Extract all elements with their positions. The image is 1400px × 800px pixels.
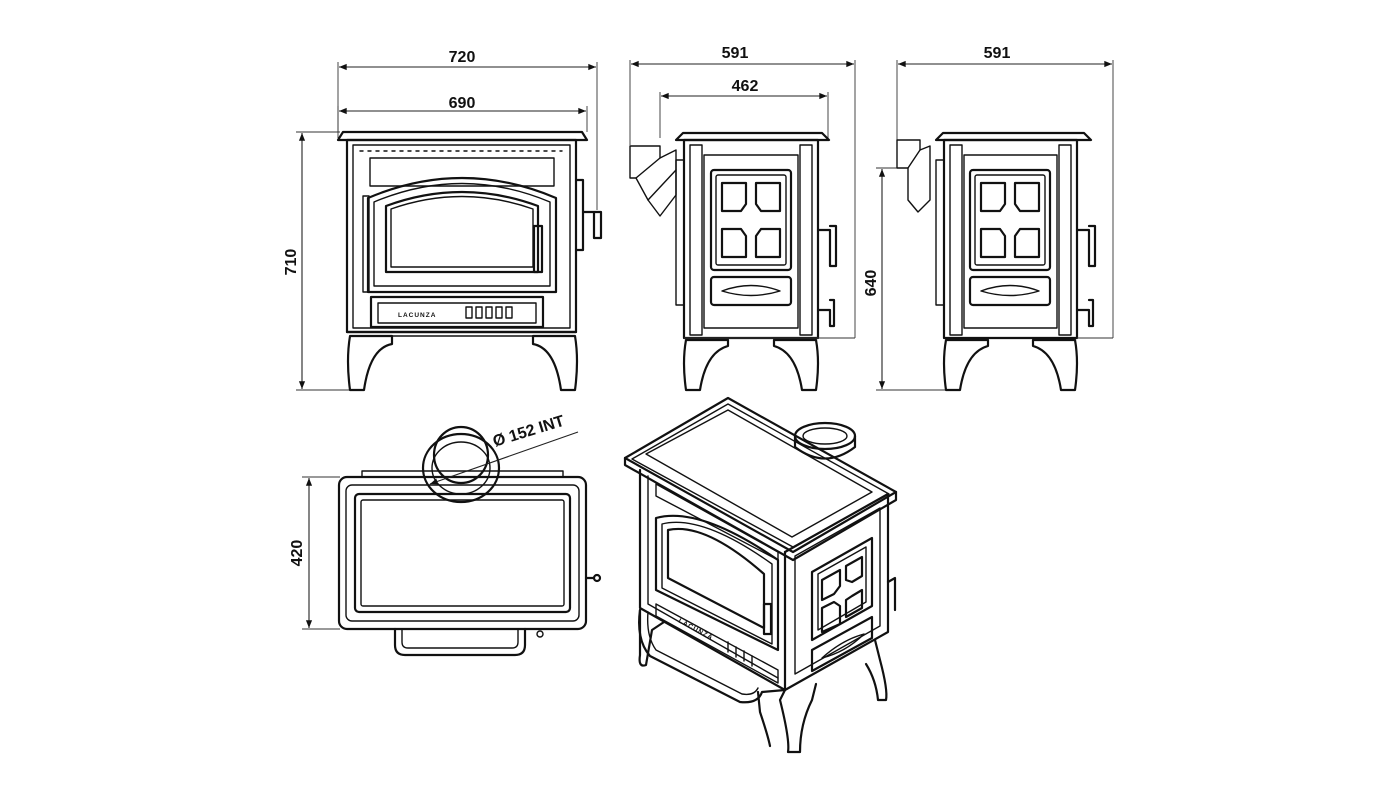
dim-label-591-side: 591 (722, 45, 749, 62)
diameter-leader (429, 431, 579, 485)
flue-pipe-rear (896, 139, 931, 213)
side-handle-upper (816, 224, 838, 268)
rear-window-cross (979, 181, 1041, 259)
front-left-leg (346, 334, 394, 392)
dim-label-flue-diameter: Ø 152 INT (491, 413, 567, 451)
dim-label-462: 462 (732, 78, 759, 95)
dim-label-720: 720 (449, 49, 476, 66)
isometric-view: LACUNZA (623, 396, 898, 754)
door-handle (532, 224, 544, 274)
side-handle-lower (816, 298, 836, 328)
dim-label-640: 640 (863, 270, 880, 297)
dim-label-710: 710 (283, 249, 300, 276)
brand-label: LACUNZA (398, 312, 436, 319)
front-view: LACUNZA (296, 62, 603, 392)
side-lever (581, 210, 603, 240)
dim-label-690: 690 (449, 95, 476, 112)
side-view (629, 60, 856, 392)
rear-view (876, 60, 1114, 392)
flue-pipe-side (629, 145, 677, 217)
flue-collar-top (421, 425, 501, 504)
front-rail (393, 627, 527, 657)
air-vent-slots (465, 306, 513, 319)
iso-window-cross (820, 555, 864, 634)
front-right-leg (531, 334, 579, 392)
dim-label-591-rear: 591 (984, 45, 1011, 62)
side-window-cross (720, 181, 782, 259)
dim-label-420: 420 (289, 540, 306, 567)
top-view (302, 425, 602, 657)
